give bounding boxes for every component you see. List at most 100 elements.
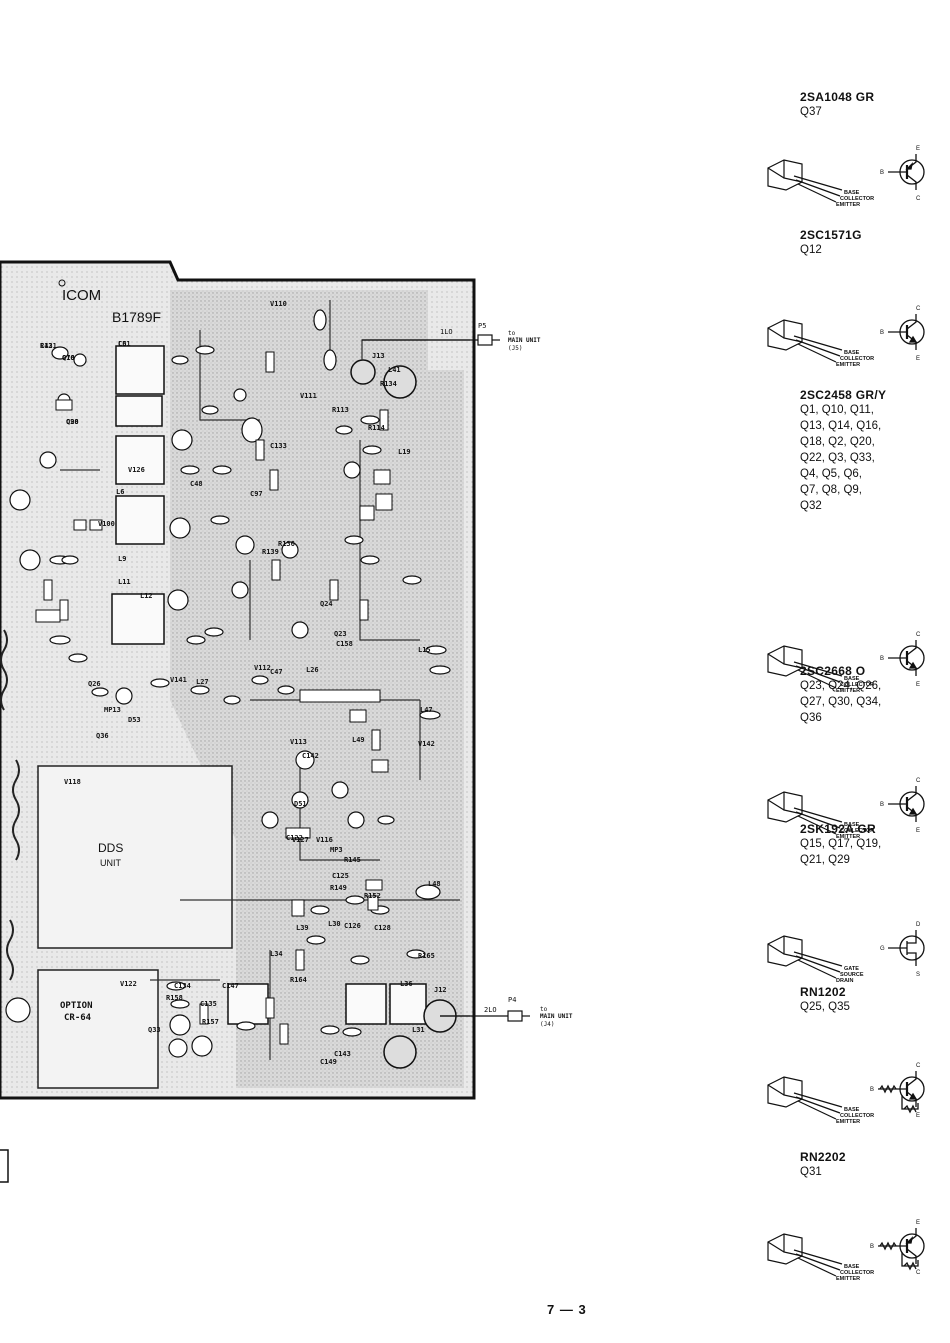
package-body <box>767 1233 803 1265</box>
package-face <box>767 943 785 955</box>
brand-label: ICOM <box>62 287 101 304</box>
lead-2 <box>795 955 841 973</box>
lead-3 <box>797 1100 837 1120</box>
to92-package <box>767 645 843 689</box>
ref-designator: C158 <box>336 640 353 648</box>
transistor-symbol <box>888 314 925 350</box>
ref-designator: C147 <box>222 982 239 990</box>
pin-label: EMITTER <box>836 688 860 694</box>
emitter-arrow <box>908 335 918 343</box>
package-face <box>767 327 785 339</box>
ref-designator: V112 <box>254 664 271 672</box>
board-parts <box>5 309 451 1058</box>
upper-lead <box>906 314 917 330</box>
component-block: 2SC1571G Q12 <box>800 228 940 258</box>
ref-designator: L39 <box>296 924 309 932</box>
terminal-letter: B <box>870 1087 874 1093</box>
ref-designator: R139 <box>262 548 279 556</box>
component-ref-line: Q25, Q35 <box>800 1001 850 1013</box>
connector-2lo-net: 2LO <box>484 1006 497 1014</box>
component-ref-line: Q12 <box>800 244 822 256</box>
pin-label: EMITTER <box>836 362 860 368</box>
lead-2 <box>795 179 841 197</box>
component-ref-line: Q4, Q5, Q6, <box>800 468 862 480</box>
component-ref-line: Q18, Q2, Q20, <box>800 436 875 448</box>
ref-designator: L12 <box>140 592 153 600</box>
ref-designator: L26 <box>306 666 319 674</box>
terminal-letter: C <box>916 632 921 638</box>
package-body <box>767 935 803 967</box>
ref-designator: C98 <box>66 418 79 426</box>
component-ref-line: Q21, Q29 <box>800 854 850 866</box>
component-part-number: 2SC2458 GR/Y <box>800 388 887 402</box>
ref-designator: V100 <box>98 520 115 528</box>
ref-designator: C47 <box>270 668 283 676</box>
ref-designator: Q24 <box>320 600 333 608</box>
transistor-symbol <box>888 786 925 822</box>
package-face <box>767 1241 785 1253</box>
terminal-letter: E <box>916 1220 920 1226</box>
pin-label: BASE <box>844 1107 860 1113</box>
ref-designator: C133 <box>270 442 287 450</box>
connector-1lo-plug: P5 <box>478 322 487 330</box>
ref-designator: V142 <box>418 740 435 748</box>
connector-2lo-dest: MAIN UNIT <box>540 1013 573 1020</box>
component-ref-line: Q22, Q3, Q33, <box>800 452 875 464</box>
to92-package <box>767 1076 843 1120</box>
transistor-symbol <box>888 930 925 966</box>
ref-designator: C61 <box>118 340 131 348</box>
brand-dot <box>58 279 66 287</box>
component-ref-line: Q37 <box>800 106 822 118</box>
transistor-symbol <box>878 1228 925 1271</box>
pin-label: GATE <box>844 966 859 972</box>
dds-unit-label-2: UNIT <box>100 858 121 868</box>
component-ref-line: Q36 <box>800 712 822 724</box>
ref-designator: V118 <box>64 778 81 786</box>
lead-3 <box>797 959 837 979</box>
ref-designator: C128 <box>374 924 391 932</box>
part-number-label: B1789F <box>112 309 161 325</box>
bias-resistor <box>903 1104 917 1114</box>
component-ref-line: Q15, Q17, Q19, <box>800 838 882 850</box>
ref-designator: V111 <box>300 392 317 400</box>
lead-3 <box>797 183 837 203</box>
emitter-arrow <box>908 1092 918 1100</box>
ref-designator: V122 <box>120 980 137 988</box>
ref-designator: L41 <box>388 366 401 374</box>
ref-designator: V127 <box>292 836 309 844</box>
jack-j12-label: J12 <box>434 986 447 994</box>
lead-1 <box>793 335 843 351</box>
component-ref-line: Q13, Q14, Q16, <box>800 420 882 432</box>
lead-1 <box>793 661 843 677</box>
connector-2lo-to: to <box>540 1006 548 1013</box>
ref-designator: V126 <box>128 466 145 474</box>
ref-designator: Q23 <box>334 630 347 638</box>
upper-lead <box>906 1071 917 1087</box>
lead-2 <box>795 339 841 357</box>
ref-designator: R113 <box>332 406 349 414</box>
ref-designator: R114 <box>368 424 385 432</box>
ref-designator: R134 <box>380 380 397 388</box>
pin-label: COLLECTOR <box>840 196 874 202</box>
package-body <box>767 319 803 351</box>
terminal-letter: B <box>880 802 884 808</box>
coil-cans <box>111 345 427 1025</box>
transistor-symbol <box>888 154 925 190</box>
lead-1 <box>793 1092 843 1108</box>
ref-designator: R164 <box>290 976 307 984</box>
to92-package <box>767 159 843 203</box>
connector-2lo-plug: P4 <box>508 996 517 1004</box>
lead-3 <box>797 343 837 363</box>
lead-1 <box>793 1249 843 1265</box>
lead-2 <box>795 1096 841 1114</box>
component-part-number: 2SC1571G <box>800 228 862 242</box>
transistor-symbol <box>878 1071 925 1114</box>
component-ref-line: Q1, Q10, Q11, <box>800 404 874 416</box>
pin-label: EMITTER <box>836 202 860 208</box>
terminal-letter: C <box>916 1063 921 1069</box>
ref-designator: D51 <box>294 800 307 808</box>
pin-label: DRAIN <box>836 978 853 984</box>
